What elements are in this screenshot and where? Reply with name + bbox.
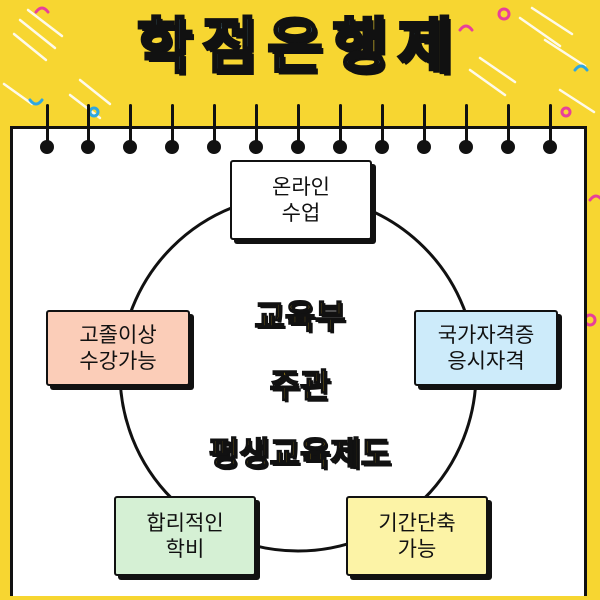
node-high-school-eligibility: 고졸이상 수강가능 bbox=[46, 310, 190, 386]
binder-ring bbox=[207, 104, 221, 156]
binder-ring bbox=[249, 104, 263, 156]
node-online-line-1: 온라인 bbox=[272, 175, 330, 199]
binder-ring bbox=[543, 104, 557, 156]
binder-ring bbox=[459, 104, 473, 156]
binder-ring bbox=[333, 104, 347, 156]
binder-ring bbox=[123, 104, 137, 156]
node-online-line-2: 수업 bbox=[281, 201, 321, 225]
binder-ring bbox=[40, 104, 54, 156]
node-period-line-2: 가능 bbox=[397, 537, 437, 561]
center-line-3: 평생교육제도 bbox=[208, 433, 392, 474]
binder-ring bbox=[165, 104, 179, 156]
center-line-2: 주관 bbox=[269, 365, 331, 406]
binder-ring bbox=[501, 104, 515, 156]
center-line-1: 교육부 bbox=[254, 296, 347, 337]
node-reasonable-tuition: 합리적인 학비 bbox=[114, 496, 256, 576]
center-label: 교육부 주관 평생교육제도 bbox=[175, 290, 425, 475]
binder-ring bbox=[417, 104, 431, 156]
page-title: 학점은행제 bbox=[136, 11, 463, 84]
node-period-reduction: 기간단축 가능 bbox=[346, 496, 488, 576]
node-certificate-line-2: 응시자격 bbox=[447, 349, 525, 373]
binder-ring bbox=[291, 104, 305, 156]
node-certificate-eligibility: 국가자격증 응시자격 bbox=[414, 310, 558, 386]
node-eligibility-line-2: 수강가능 bbox=[79, 349, 157, 373]
node-period-line-1: 기간단축 bbox=[378, 511, 456, 535]
node-tuition-line-1: 합리적인 bbox=[146, 511, 224, 535]
node-eligibility-line-1: 고졸이상 bbox=[79, 323, 157, 347]
binder-ring bbox=[81, 104, 95, 156]
binder-ring bbox=[375, 104, 389, 156]
node-tuition-line-2: 학비 bbox=[165, 537, 205, 561]
node-online-class: 온라인 수업 bbox=[230, 160, 372, 240]
node-certificate-line-1: 국가자격증 bbox=[437, 323, 535, 347]
